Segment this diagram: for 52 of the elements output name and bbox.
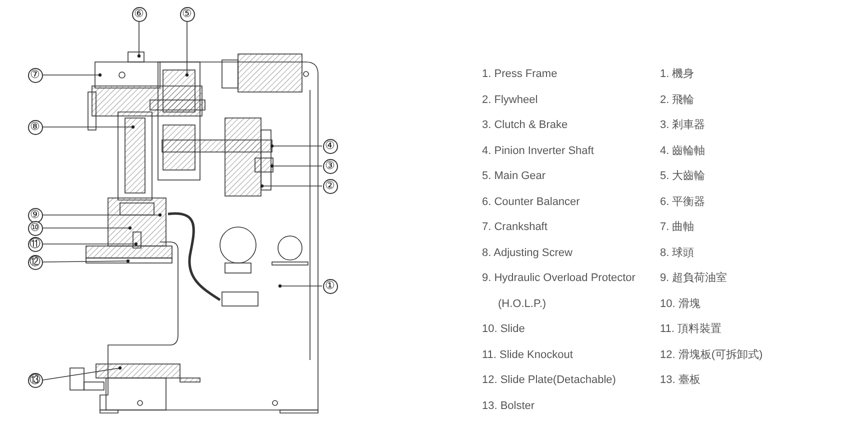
- part-name: 12. Slide Plate(Detachable): [482, 373, 616, 388]
- callout-number: ③: [322, 158, 338, 174]
- callout-number: ④: [322, 138, 338, 154]
- leader-line: [270, 164, 322, 168]
- part-name-chinese: 8. 球頭: [660, 246, 694, 260]
- part-name-chinese: 7. 曲軸: [660, 220, 694, 235]
- part-name-chinese: 11. 頂料裝置: [660, 322, 722, 337]
- callout-number: ②: [322, 178, 338, 194]
- leader-line: [42, 73, 102, 77]
- part-name: 7. Crankshaft: [482, 220, 548, 235]
- leader-line: [270, 144, 322, 148]
- callout-number: ⑧: [28, 120, 42, 134]
- part-name: 6. Counter Balancer: [482, 194, 580, 210]
- part-name-chinese: 2. 飛輪: [660, 92, 694, 108]
- part-name-chinese: 6. 平衡器: [660, 194, 706, 210]
- leader-line: [278, 284, 322, 288]
- leader-line: [137, 22, 141, 58]
- part-name: 3. Clutch & Brake: [482, 118, 568, 133]
- callout-number: ⑥: [132, 6, 146, 22]
- callout-number: ⑬: [28, 372, 42, 388]
- leader-line: [42, 366, 122, 380]
- callout-number: ⑨: [28, 208, 42, 222]
- part-name: 11. Slide Knockout: [482, 348, 573, 362]
- part-name-chinese: 4. 齒輪軸: [660, 144, 706, 158]
- part-name: 5. Main Gear: [482, 169, 546, 184]
- part-name-chinese: 3. 剎車器: [660, 118, 706, 133]
- part-name: 1. Press Frame: [482, 67, 558, 82]
- part-name-chinese: 12. 滑塊板(可拆卸式): [660, 348, 763, 362]
- callout-number: ⑤: [180, 6, 194, 22]
- part-name: 10. Slide: [482, 322, 525, 337]
- callout-number: ⑪: [28, 236, 42, 252]
- part-name-chinese: 13. 臺板: [660, 373, 700, 388]
- part-name: 9. Hydraulic Overload Protector (H.O.L.P.): [482, 271, 636, 312]
- part-name: 2. Flywheel: [482, 92, 538, 108]
- part-name-chinese: 10. 滑塊: [660, 296, 700, 312]
- leader-line: [42, 242, 138, 246]
- leader-line: [185, 22, 189, 77]
- part-name-chinese: 5. 大齒輪: [660, 169, 706, 184]
- leader-line: [42, 125, 135, 129]
- part-name: 13. Bolster: [482, 398, 535, 414]
- part-name: 8. Adjusting Screw: [482, 246, 572, 260]
- callout-number: ⑦: [28, 68, 42, 82]
- leader-line: [42, 259, 130, 263]
- callout-number: ⑫: [28, 254, 42, 270]
- leader-line: [260, 184, 322, 188]
- callout-number: ①: [322, 278, 338, 294]
- leader-line: [42, 213, 162, 217]
- callout-number: ⑩: [28, 220, 42, 236]
- leader-line: [42, 226, 132, 230]
- part-name: 4. Pinion Inverter Shaft: [482, 144, 594, 158]
- part-name-chinese: 1. 機身: [660, 67, 694, 82]
- part-name-chinese: 9. 超負荷油室: [660, 270, 728, 286]
